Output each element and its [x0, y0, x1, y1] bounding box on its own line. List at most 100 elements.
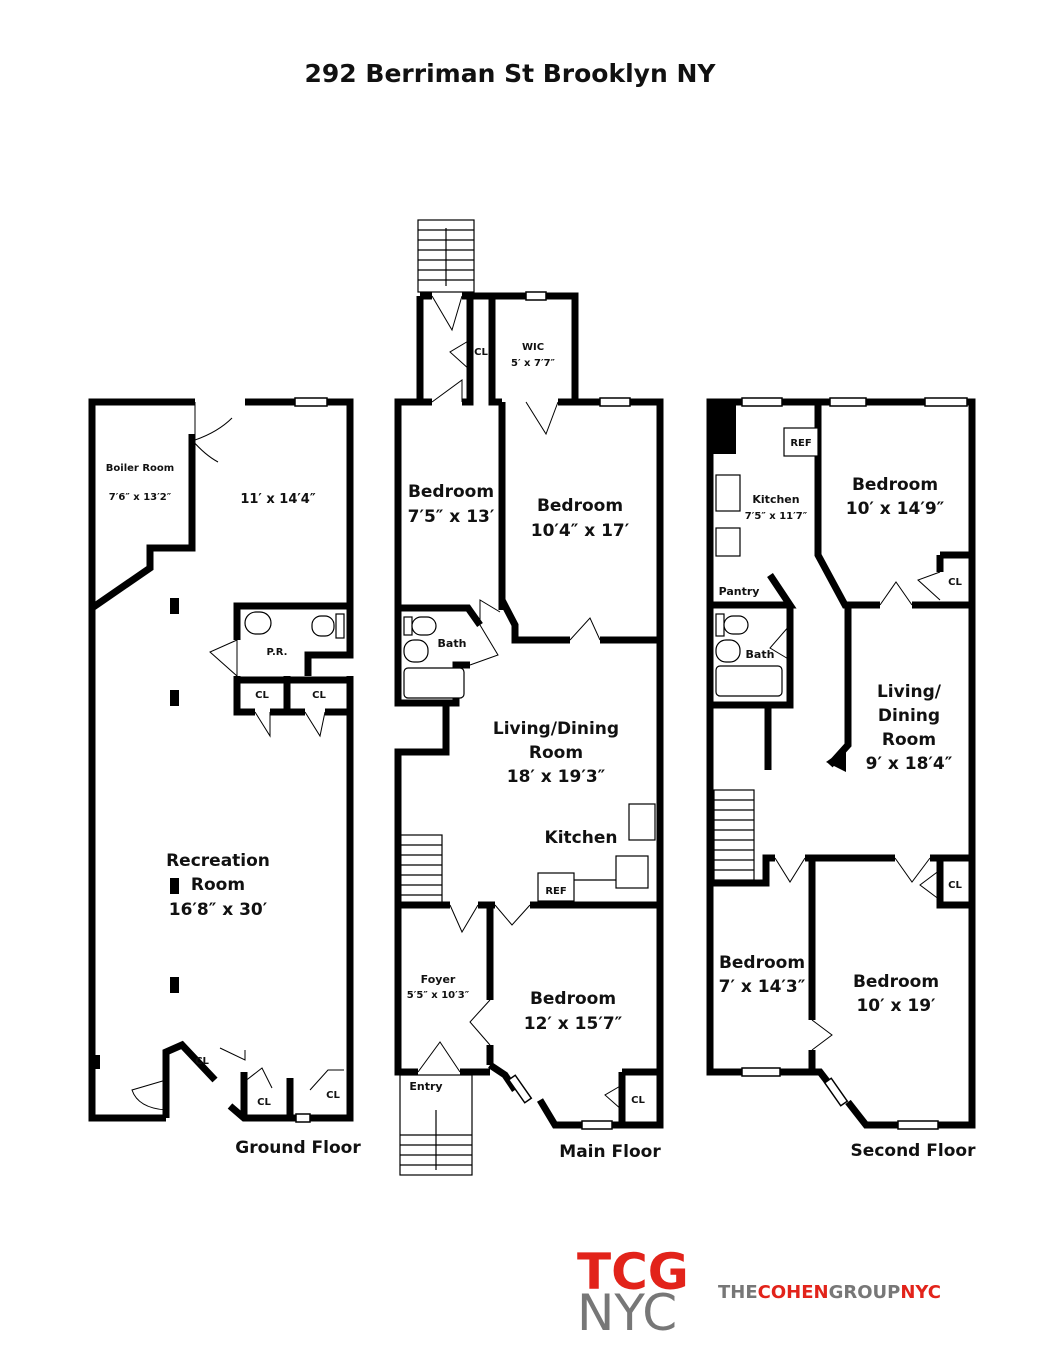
second-bay-wall-2 [780, 1068, 833, 1088]
closet-label: CL [948, 577, 962, 588]
main-bed-bottom [498, 598, 570, 644]
closet-label: CL [257, 1097, 271, 1108]
second-floor-plan: REF Kitchen 7′5″ x 11′7″ Pantry Bath Bed… [706, 397, 977, 1161]
recreation-room-label-2: Room [191, 875, 245, 895]
boiler-room-wall [90, 434, 196, 611]
living-dining-label-2: Room [529, 743, 583, 763]
closet-label: CL [326, 1090, 340, 1101]
closet-door-main [604, 1084, 623, 1111]
rear-stair-treads [418, 228, 474, 286]
main-wall-wic-left [488, 296, 502, 406]
main-wall-rear-b [462, 292, 474, 406]
powder-room-label: P.R. [267, 647, 288, 658]
second-floor-label: Second Floor [851, 1141, 977, 1161]
closet-door-3 [219, 1047, 246, 1061]
pr-sink [244, 611, 272, 635]
wic-size: 5′ x 7′7″ [511, 358, 556, 369]
bed-door-b [569, 617, 601, 641]
bath-toilet [411, 616, 437, 636]
second-kitchen-wall [814, 402, 880, 609]
page-title: 292 Berriman St Brooklyn NY [305, 59, 717, 88]
living-dining-label-1: Living/Dining [493, 719, 619, 739]
bath-toilet [723, 615, 749, 635]
bedroom-c-size: 10′ x 19′ [856, 996, 936, 1016]
bath-label: Bath [438, 637, 467, 650]
main-door-2 [431, 379, 463, 403]
bedroom-c-label: Bedroom [853, 972, 939, 992]
bedroom-a-size: 7′5″ x 13′ [408, 507, 495, 527]
main-window-wic [525, 291, 547, 301]
second-stairs [713, 789, 755, 881]
front-stairs [399, 1074, 473, 1176]
bath-toilet-tank [715, 613, 725, 637]
closet-door-1 [254, 711, 271, 738]
second-bay-wall [845, 1099, 898, 1129]
second-bed-door [879, 581, 913, 606]
closet-label: CL [312, 690, 326, 701]
main-window-bay [507, 1074, 533, 1104]
main-outer-wall-right [630, 398, 664, 909]
bedroom-c-size: 12′ x 15′7″ [524, 1014, 623, 1034]
logo-nyc: NYC [577, 1284, 677, 1342]
bathtub [715, 665, 783, 697]
kitchen-label: Kitchen [545, 828, 618, 848]
stove [715, 474, 741, 512]
second-bed-c-door [894, 857, 931, 883]
bottom-closet-wall [162, 1040, 218, 1118]
bedroom-a-label: Bedroom [852, 475, 938, 495]
second-window-bed [741, 1067, 781, 1077]
second-kitchen-wall-2 [827, 605, 852, 768]
ground-floor-plan: Boiler Room 7′6″ x 13′2″ 11′ x 14′4″ P.R… [88, 397, 361, 1158]
entry-label: Entry [409, 1080, 442, 1093]
column [170, 598, 179, 614]
second-lower-wall [710, 854, 775, 887]
pr-door-swing [209, 639, 238, 678]
stove [628, 803, 656, 841]
front-room-size: 11′ x 14′4″ [240, 492, 316, 507]
bathtub [403, 667, 465, 699]
recreation-room-label-1: Recreation [166, 851, 270, 871]
closet-door [449, 339, 471, 371]
bedroom-b-size: 7′ x 14′3″ [719, 977, 806, 997]
second-window-1 [741, 397, 783, 407]
wic-label: WIC [522, 342, 544, 353]
bay-wall [536, 1098, 582, 1129]
boiler-door-swing [194, 402, 233, 441]
living-dining-size: 18′ x 19′3″ [507, 767, 606, 787]
closet-label: CL [195, 1056, 209, 1067]
kitchen-sink [615, 855, 649, 889]
bedroom-b-label: Bedroom [537, 496, 623, 516]
column [170, 690, 179, 706]
closet-door-2 [304, 711, 326, 738]
chimney-block [710, 402, 736, 454]
pr-toilet [311, 615, 335, 637]
interior-stair-treads [400, 844, 442, 896]
closet-wall-1 [233, 676, 255, 716]
ground-window-bottom [295, 1113, 311, 1123]
boiler-room-size: 7′6″ x 13′2″ [109, 492, 172, 503]
logo-tcg: TCG [577, 1243, 689, 1301]
second-bath-door [769, 624, 791, 661]
closet-door-5 [309, 1069, 344, 1091]
bath-toilet-tank [403, 616, 413, 636]
second-closet-door [917, 571, 941, 601]
column [170, 878, 179, 894]
company-logo: TCG NYC THECOHENGROUPNYC [577, 1243, 941, 1342]
ground-exit-door [131, 1079, 167, 1111]
bath-sink [715, 639, 741, 663]
pantry-label: Pantry [719, 585, 760, 598]
ground-window-top [294, 397, 328, 407]
bedroom-c-label: Bedroom [530, 989, 616, 1009]
second-window-2 [829, 397, 867, 407]
bath-sink [403, 639, 429, 663]
logo-tagline: THECOHENGROUPNYC [718, 1282, 941, 1303]
bed-c-door [494, 904, 531, 926]
ground-outer-wall-right-lower [344, 676, 354, 1122]
bed-c-door-2 [469, 999, 491, 1046]
kitchen-size: 7′5″ x 11′7″ [745, 511, 808, 522]
bed-door-a [479, 599, 501, 625]
closet-label: CL [948, 880, 962, 891]
kitchen-label: Kitchen [752, 493, 799, 506]
main-door-1 [431, 295, 463, 332]
